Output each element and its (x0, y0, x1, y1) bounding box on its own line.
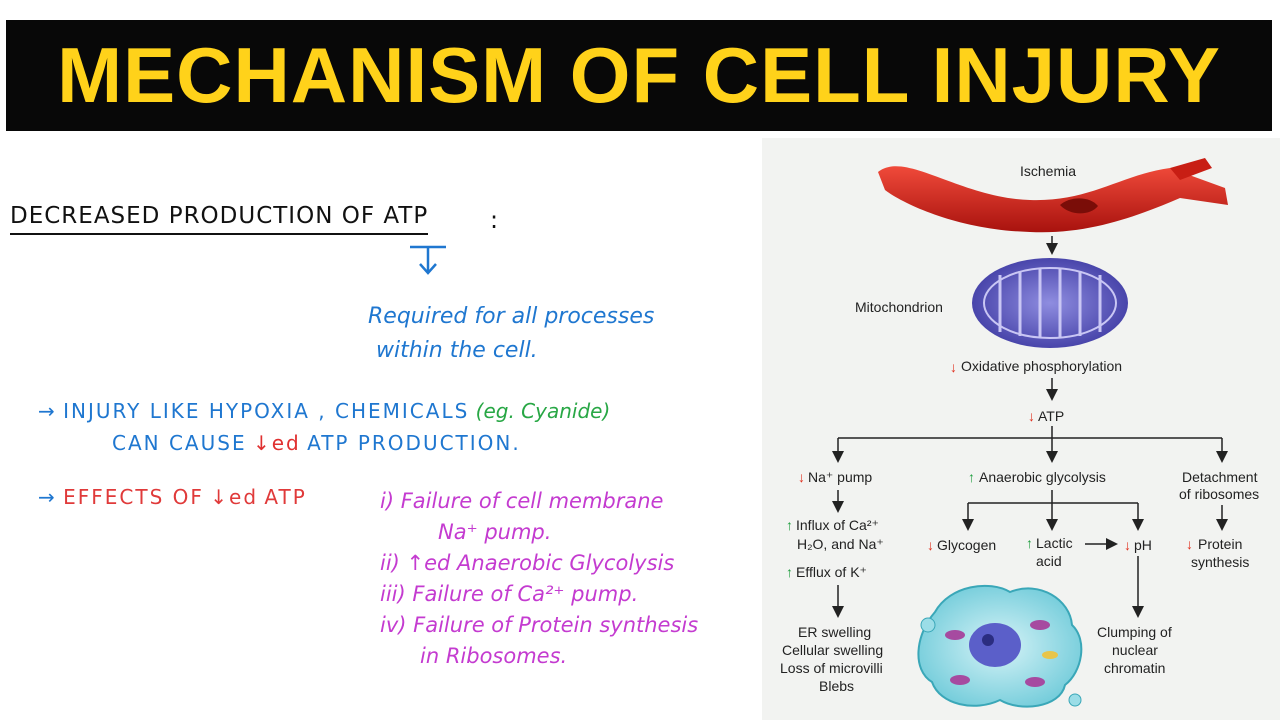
label-nuclear: nuclear (1112, 642, 1158, 658)
effects-atp: ATP (264, 485, 307, 509)
injury-line-2b: ATP PRODUCTION. (307, 431, 521, 455)
atp-required-note: Required for all processes within the ce… (368, 300, 654, 368)
label-clumping: Clumping of (1097, 624, 1172, 640)
label-protein: Protein (1198, 536, 1242, 552)
injury-line-2-arrow: ↓ed (252, 431, 301, 455)
injury-line-1: INJURY LIKE HYPOXIA , CHEMICALS (63, 399, 470, 423)
up-arrow-icon: ↑ (968, 469, 975, 485)
label-ph: pH (1134, 537, 1152, 553)
effects-word: EFFECTS OF (63, 485, 204, 509)
effect-item: i) Failure of cell membrane (380, 489, 664, 513)
title-banner: MECHANISM OF CELL INJURY (6, 20, 1272, 131)
label-loss-microvilli: Loss of microvilli (780, 660, 883, 676)
notes-heading: DECREASED PRODUCTION OF ATP (10, 203, 429, 235)
down-arrow-icon: ↓ (1186, 536, 1193, 552)
swollen-cell-icon (917, 584, 1083, 708)
down-arrow-icon: ↓ (927, 537, 934, 553)
label-er-swelling: ER swelling (798, 624, 871, 640)
injury-example: (eg. Cyanide) (475, 399, 611, 423)
label-mitochondrion: Mitochondrion (855, 299, 943, 315)
label-of-ribosomes: of ribosomes (1179, 486, 1259, 502)
effects-arrow: → (38, 485, 57, 509)
label-efflux: Efflux of K⁺ (796, 564, 867, 580)
page-title: MECHANISM OF CELL INJURY (57, 31, 1221, 119)
label-blebs: Blebs (819, 678, 854, 694)
label-na-pump: Na⁺ pump (808, 469, 872, 485)
label-glycogen: Glycogen (937, 537, 996, 553)
notes-colon: : (490, 206, 499, 234)
label-influx: Influx of Ca²⁺ (796, 517, 879, 533)
effect-item: Na⁺ pump. (438, 520, 552, 544)
blood-vessel-icon (878, 158, 1228, 233)
down-arrow-icon (410, 245, 446, 275)
injury-arrow: → (38, 399, 57, 423)
injury-note: → INJURY LIKE HYPOXIA , CHEMICALS (eg. C… (38, 395, 610, 459)
effect-item: iii) Failure of Ca²⁺ pump. (380, 582, 639, 606)
injury-line-2a: CAN CAUSE (112, 431, 247, 455)
label-synthesis: synthesis (1191, 554, 1249, 570)
label-influx-2: H₂O, and Na⁺ (797, 536, 884, 552)
mitochondrion-icon (972, 258, 1128, 348)
effect-item: iv) Failure of Protein synthesis (380, 613, 699, 637)
label-ischemia: Ischemia (1020, 163, 1076, 179)
down-arrow-icon: ↓ (950, 359, 957, 375)
label-cellular-swelling: Cellular swelling (782, 642, 883, 658)
down-arrow-icon: ↓ (1028, 408, 1035, 424)
down-arrow-icon: ↓ (1124, 537, 1131, 553)
required-line-2: within the cell. (376, 338, 538, 363)
effects-label: → EFFECTS OF ↓ed ATP (38, 485, 307, 509)
label-chromatin: chromatin (1104, 660, 1165, 676)
up-arrow-icon: ↑ (1026, 535, 1033, 551)
up-arrow-icon: ↑ (786, 564, 793, 580)
effect-item: ii) ↑ed Anaerobic Glycolysis (380, 551, 675, 575)
down-arrow-icon: ↓ (798, 469, 805, 485)
effect-item: in Ribosomes. (420, 644, 568, 668)
effects-down-arrow: ↓ed (210, 485, 259, 509)
up-arrow-icon: ↑ (786, 517, 793, 533)
label-anaerobic: Anaerobic glycolysis (979, 469, 1106, 485)
label-lactic: Lactic (1036, 535, 1073, 551)
label-acid: acid (1036, 553, 1062, 569)
label-oxphos: Oxidative phosphorylation (961, 358, 1122, 374)
effects-list: i) Failure of cell membrane Na⁺ pump. ii… (380, 486, 698, 672)
label-atp: ATP (1038, 408, 1064, 424)
label-detachment: Detachment (1182, 469, 1258, 485)
required-line-1: Required for all processes (368, 304, 655, 329)
